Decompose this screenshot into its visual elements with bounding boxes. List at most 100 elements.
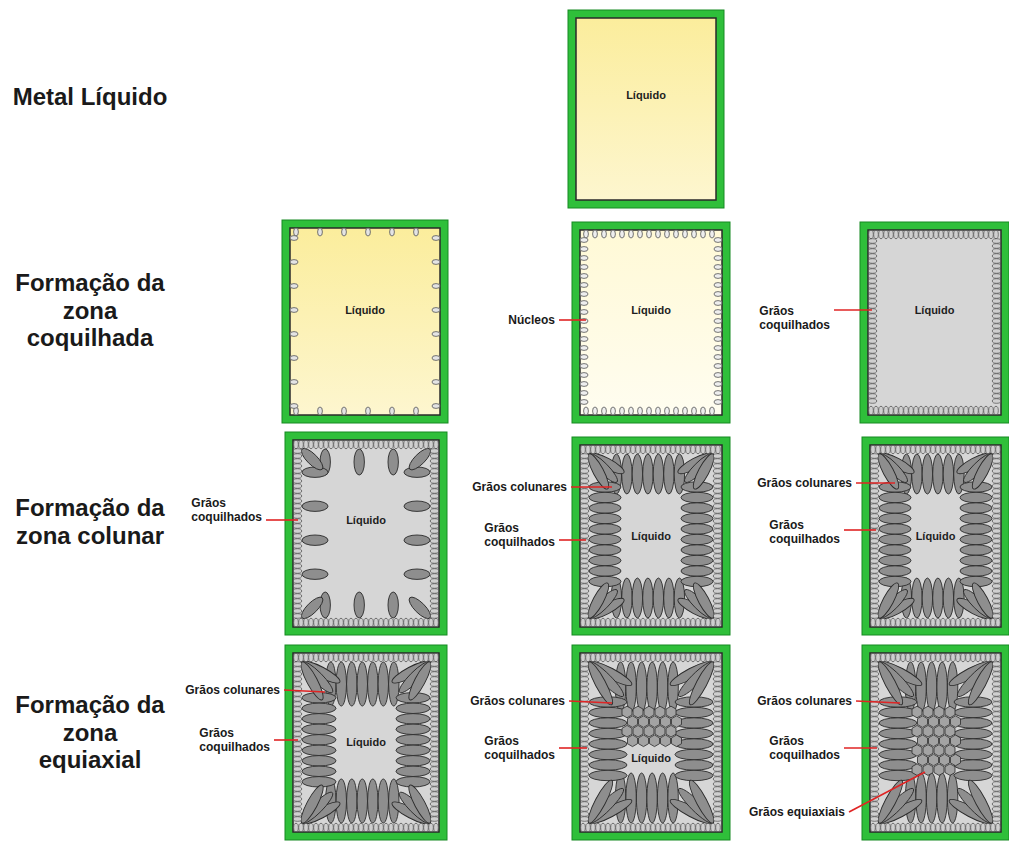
chill-grain (992, 549, 1000, 554)
chill-grain (696, 618, 701, 626)
chill-grain (636, 823, 641, 831)
chill-grain (293, 667, 301, 672)
chill-grain (430, 767, 438, 772)
chill-grain (992, 662, 1000, 667)
nucleus (638, 407, 643, 415)
chill-grain (430, 782, 438, 787)
chill-grain (399, 618, 404, 626)
chill-grain (430, 529, 438, 534)
liquid-label: Líquido (913, 303, 957, 318)
leader-line (274, 739, 298, 741)
chill-grain (992, 509, 1000, 514)
chill-grain (992, 364, 1000, 369)
chill-grain (656, 653, 661, 661)
chill-grain (294, 618, 299, 626)
chill-grain (981, 445, 986, 453)
chill-grain (870, 767, 878, 772)
columnar-grain (643, 454, 653, 494)
mold-wall (285, 645, 447, 840)
chill-grain (713, 762, 721, 767)
chill-grain (951, 653, 956, 661)
chill-grain (992, 812, 1000, 817)
columnar-grain (960, 492, 992, 502)
columnar-grain (589, 770, 627, 780)
equiaxed-grain (918, 754, 928, 766)
chill-grain (992, 324, 1000, 329)
chill-grain (870, 802, 878, 807)
nucleus (656, 230, 661, 238)
mold-wall (572, 437, 730, 635)
columnar-grain (589, 492, 621, 502)
chill-grain (314, 823, 319, 831)
chill-grain (580, 479, 588, 484)
nucleus (701, 230, 706, 238)
chill-grain (430, 479, 438, 484)
chill-grain (580, 474, 588, 479)
chill-grain (868, 389, 876, 394)
chill-grain (996, 823, 1001, 831)
chill-grain (631, 618, 636, 626)
chill-grain (919, 230, 924, 238)
chill-grain (966, 618, 971, 626)
chill-grain (992, 717, 1000, 722)
columnar-grain (643, 578, 653, 618)
chill-grain (293, 752, 301, 757)
chill-grain (711, 618, 716, 626)
chill-grain (992, 309, 1000, 314)
chill-grain (992, 677, 1000, 682)
chill-grain (992, 574, 1000, 579)
chill-grain (430, 677, 438, 682)
chill-grain (992, 464, 1000, 469)
chill-grain (992, 374, 1000, 379)
chill-grain (971, 823, 976, 831)
chill-grain (986, 618, 991, 626)
chill-grain (713, 519, 721, 524)
callout-label: Grãos colunares (757, 694, 852, 708)
chill-grain (430, 449, 438, 454)
chill-grain (606, 653, 611, 661)
chill-grain (424, 618, 429, 626)
chill-grain (671, 823, 676, 831)
liquid-region: Líquido (576, 18, 716, 173)
chill-grain (293, 807, 301, 812)
columnar-grain (681, 555, 713, 565)
mold-cavity (290, 228, 440, 415)
equiaxed-grain (934, 745, 944, 757)
chill-grain (992, 667, 1000, 672)
chill-grain (324, 440, 329, 448)
chill-grain (430, 489, 438, 494)
chill-grain (868, 394, 876, 399)
equiaxed-grain (945, 706, 955, 718)
chill-grain (414, 823, 419, 831)
mold-panels (282, 10, 1009, 840)
callout-label: Grãos equiaxiais (749, 805, 845, 819)
columnar-grain (396, 745, 430, 755)
chill-grain (939, 406, 944, 414)
leader-line (856, 701, 900, 703)
chill-grain (713, 554, 721, 559)
columnar-grain (960, 524, 992, 534)
chill-grain (901, 653, 906, 661)
chill-grain (992, 534, 1000, 539)
chill-grain (293, 539, 301, 544)
chill-grain (293, 792, 301, 797)
nucleus (432, 356, 440, 361)
mold-cavity (293, 440, 439, 627)
chill-grain (364, 823, 369, 831)
chill-grain (992, 589, 1000, 594)
chill-grain (992, 539, 1000, 544)
chill-grain (299, 823, 304, 831)
chill-grain (611, 653, 616, 661)
chill-grain (430, 584, 438, 589)
chill-grain (293, 569, 301, 574)
chill-grain (868, 334, 876, 339)
columnar-grain (302, 777, 336, 787)
chill-grain (414, 653, 419, 661)
chill-grain (906, 618, 911, 626)
chill-grain (430, 464, 438, 469)
columnar-grain (336, 779, 346, 823)
chill-grain (936, 618, 941, 626)
chill-grain (899, 406, 904, 414)
chill-grain (870, 697, 878, 702)
chill-grain (992, 792, 1000, 797)
